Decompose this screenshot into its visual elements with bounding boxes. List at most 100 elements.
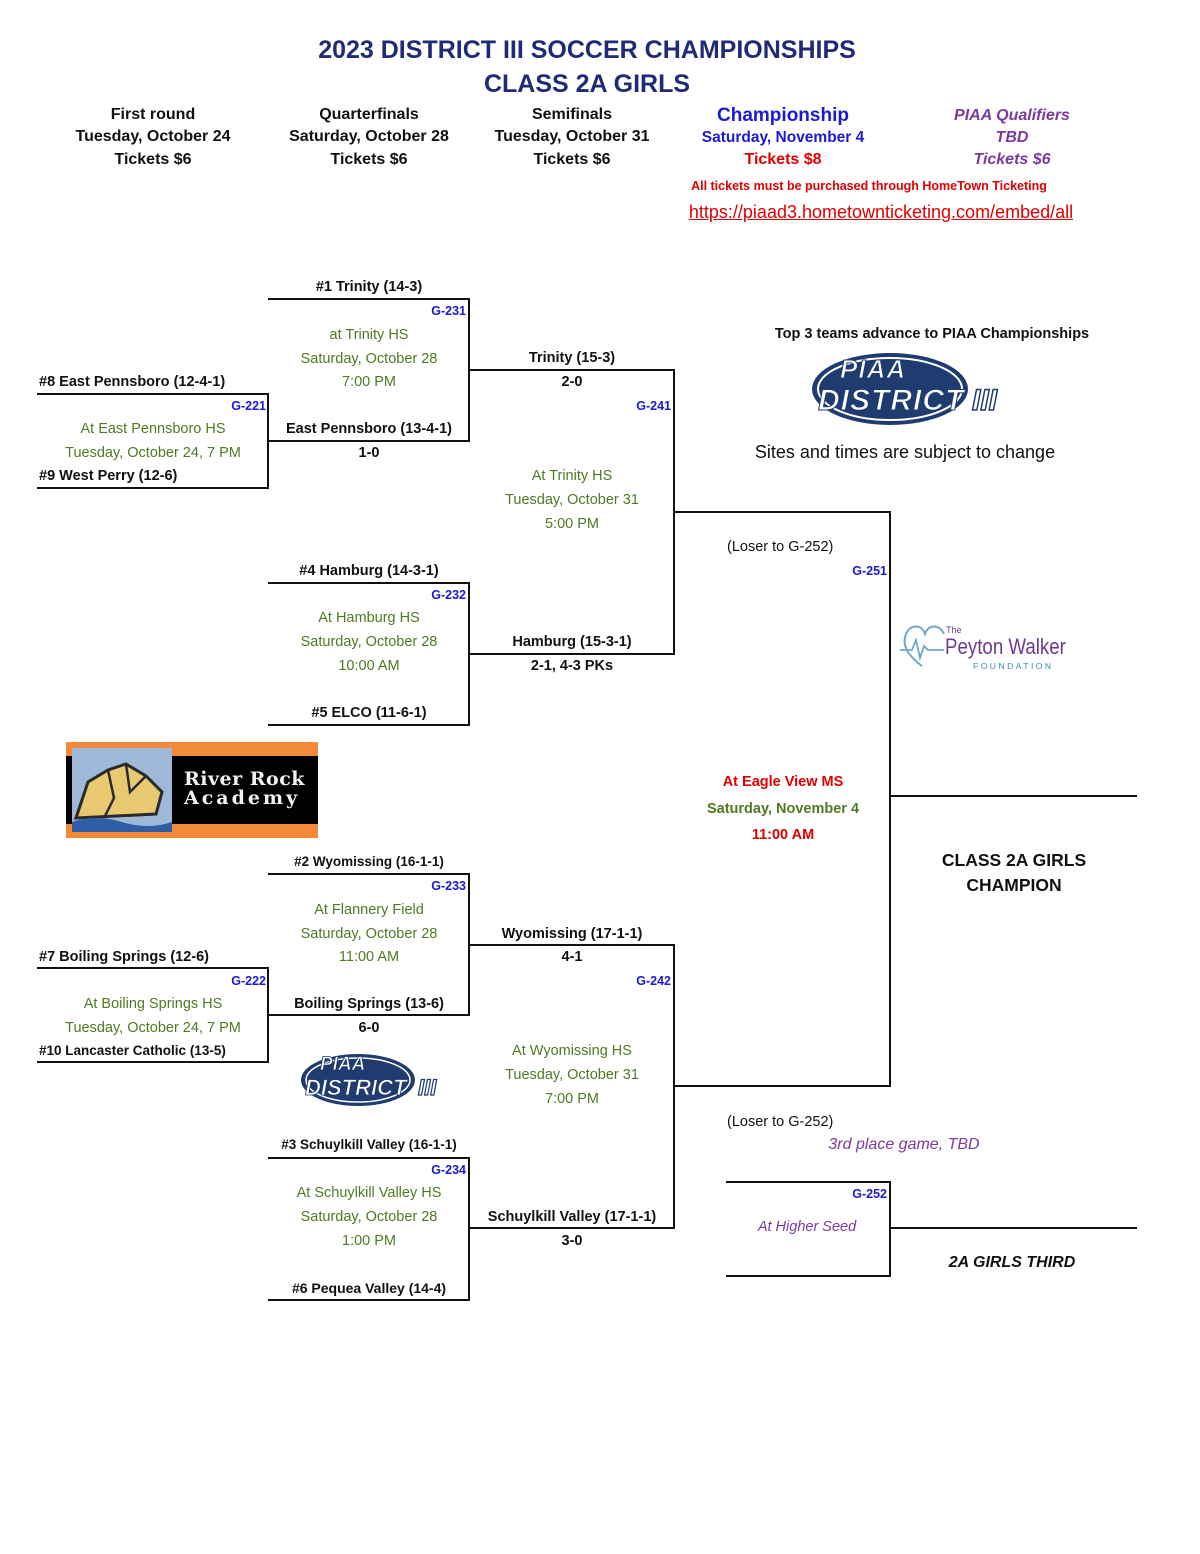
bracket-line <box>726 1275 891 1277</box>
district-num-text-small: III <box>417 1075 437 1100</box>
piaa-district-logo: PIAA DISTRICT III <box>810 350 1015 428</box>
game-id: G-242 <box>636 974 671 988</box>
championship-time: 11:00 AM <box>751 827 815 843</box>
game-id: G-232 <box>431 588 466 602</box>
piaa-district-logo-small: PIAA DISTRICT III <box>300 1052 450 1108</box>
round-header-championship: Championship <box>717 105 849 126</box>
game-id: G-222 <box>231 974 266 988</box>
academy-text: Academy <box>184 787 301 809</box>
round-header-piaa: PIAA Qualifiers <box>954 107 1070 124</box>
game-time: 5:00 PM <box>545 516 599 532</box>
game-date: Saturday, October 28 <box>300 351 438 367</box>
team-slot: Trinity (15-3) <box>528 350 616 366</box>
round-tickets-quarterfinals: Tickets $6 <box>330 151 408 168</box>
round-header-quarterfinals: Quarterfinals <box>319 106 419 123</box>
third-place-label: 3rd place game, TBD <box>828 1136 980 1153</box>
game-id: G-234 <box>431 1163 466 1177</box>
game-date: Saturday, October 28 <box>300 634 438 650</box>
round-date-quarterfinals: Saturday, October 28 <box>289 128 449 145</box>
ticket-link[interactable]: https://piaad3.hometownticketing.com/emb… <box>688 202 1074 222</box>
game-id: G-241 <box>636 399 671 413</box>
bracket-line <box>268 298 470 300</box>
district-logo-text-small: DISTRICT <box>305 1075 407 1100</box>
piaa-logo-svg-small <box>301 1054 415 1106</box>
game-site: At Hamburg HS <box>318 610 420 626</box>
bracket-line <box>674 511 891 513</box>
champion-label: CLASS 2A GIRLS <box>941 850 1087 870</box>
bracket-line <box>268 724 470 726</box>
bracket-line <box>37 393 269 395</box>
river-rock-text: River Rock <box>184 768 305 790</box>
game-site: at Trinity HS <box>329 327 409 343</box>
game-site: At Wyomissing HS <box>512 1043 632 1059</box>
round-date-championship: Saturday, November 4 <box>701 129 865 146</box>
round-header-first: First round <box>110 106 196 123</box>
team-slot: #8 East Pennsboro (12-4-1) <box>39 374 226 390</box>
game-id: G-251 <box>852 564 887 578</box>
team-slot: Schuylkill Valley (17-1-1) <box>487 1209 657 1225</box>
piaa-logo-text: PIAA <box>839 354 907 384</box>
peyton-small-text: The <box>946 625 962 635</box>
bracket-line <box>268 440 470 442</box>
game-score: 2-1, 4-3 PKs <box>530 658 614 674</box>
game-id: G-252 <box>852 1187 887 1201</box>
game-score: 4-1 <box>561 949 583 965</box>
bracket-line <box>469 653 675 655</box>
team-slot: #1 Trinity (14-3) <box>315 279 423 295</box>
game-id: G-221 <box>231 399 266 413</box>
team-slot: Hamburg (15-3-1) <box>512 634 632 650</box>
bracket-line <box>37 1061 269 1063</box>
game-site: At Flannery Field <box>314 902 424 918</box>
bracket-line <box>268 1014 470 1016</box>
heartbeat-icon <box>900 625 945 667</box>
team-slot: #9 West Perry (12-6) <box>39 468 178 484</box>
ticket-notice: All tickets must be purchased through Ho… <box>691 179 1047 193</box>
page-title: 2023 DISTRICT III SOCCER CHAMPIONSHIPS <box>318 36 856 64</box>
river-rock-academy-logo: River Rock Academy <box>66 742 318 838</box>
peyton-name-text: Peyton Walker <box>945 634 1066 659</box>
game-date: Tuesday, October 31 <box>505 492 639 508</box>
game-time: 1:00 PM <box>342 1233 396 1249</box>
round-date-piaa: TBD <box>995 129 1029 146</box>
bracket-line <box>469 944 675 946</box>
bracket-line <box>268 1299 470 1301</box>
page-subtitle: CLASS 2A GIRLS <box>483 70 691 98</box>
round-tickets-semifinals: Tickets $6 <box>533 151 611 168</box>
game-site: At Boiling Springs HS <box>83 996 223 1012</box>
team-slot: #5 ELCO (11-6-1) <box>311 705 427 721</box>
game-id: G-231 <box>431 304 466 318</box>
game-time: Tuesday, October 24, 7 PM <box>65 1020 241 1036</box>
round-tickets-piaa: Tickets $6 <box>973 151 1051 168</box>
peyton-foundation-text: FOUNDATION <box>973 661 1054 671</box>
round-tickets-first: Tickets $6 <box>114 151 192 168</box>
game-date: Saturday, October 28 <box>300 1209 438 1225</box>
game-time: 11:00 AM <box>338 949 400 965</box>
game-score: 1-0 <box>358 445 380 461</box>
third-place-site: At Higher Seed <box>757 1219 857 1235</box>
bracket-line <box>890 1227 1137 1229</box>
game-time: 7:00 PM <box>342 374 396 390</box>
bracket-line <box>890 795 1137 797</box>
round-tickets-championship: Tickets $8 <box>744 151 822 168</box>
district-num-text: III <box>971 384 998 417</box>
bracket-line <box>37 487 269 489</box>
game-id: G-233 <box>431 879 466 893</box>
game-time: 10:00 AM <box>338 658 400 674</box>
game-score: 6-0 <box>358 1020 380 1036</box>
game-score: 2-0 <box>561 374 583 390</box>
bracket-line <box>469 1227 675 1229</box>
loser-note: (Loser to G-252) <box>727 539 834 555</box>
peyton-walker-logo: The Peyton Walker FOUNDATION <box>900 618 1066 673</box>
bracket-line <box>268 873 470 875</box>
team-slot: Wyomissing (17-1-1) <box>501 926 643 942</box>
game-score: 3-0 <box>561 1233 583 1249</box>
champion-label-2: CHAMPION <box>966 875 1062 895</box>
round-header-semifinals: Semifinals <box>531 106 613 123</box>
championship-date: Saturday, November 4 <box>706 801 860 817</box>
team-slot: #6 Pequea Valley (14-4) <box>291 1280 447 1296</box>
bracket-line <box>726 1181 891 1183</box>
game-time: 7:00 PM <box>545 1091 599 1107</box>
bracket-line <box>268 582 470 584</box>
piaa-logo-svg <box>812 353 968 425</box>
